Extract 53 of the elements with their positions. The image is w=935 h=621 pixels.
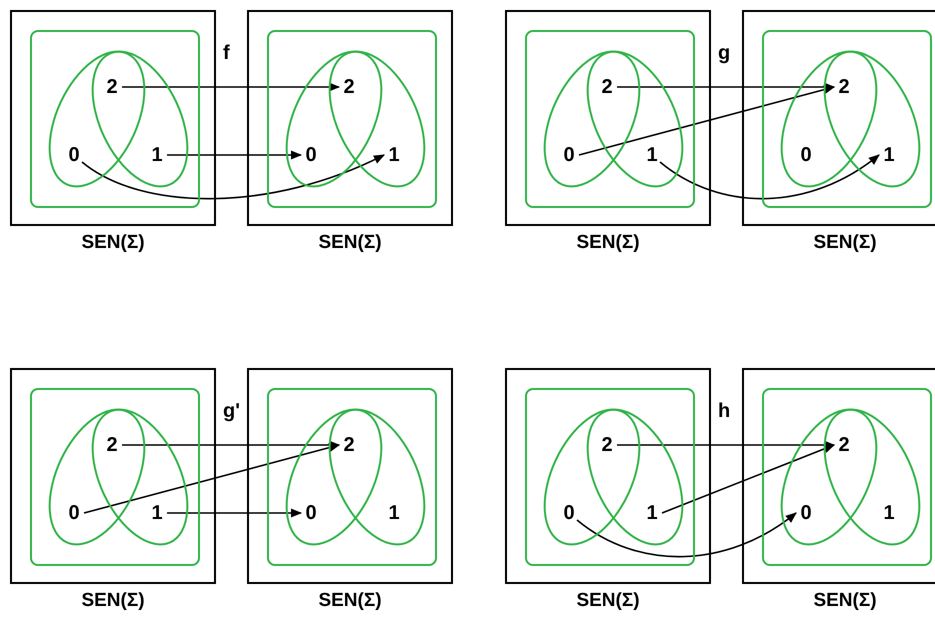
arrow [660, 154, 880, 200]
set-caption: SEN(Σ) [575, 590, 641, 612]
number-label: 2 [104, 76, 120, 98]
number-label: 2 [599, 76, 615, 98]
rounded-square [525, 30, 695, 208]
number-label: 1 [149, 144, 165, 166]
number-label: 0 [303, 144, 319, 166]
number-label: 2 [341, 434, 357, 456]
set-caption: SEN(Σ) [80, 590, 146, 612]
rounded-square [30, 30, 200, 208]
set-caption: SEN(Σ) [575, 232, 641, 254]
set-caption: SEN(Σ) [812, 232, 878, 254]
rounded-square [267, 30, 437, 208]
rounded-square [762, 30, 932, 208]
set-caption: SEN(Σ) [812, 590, 878, 612]
arrow [84, 443, 340, 514]
rounded-square [525, 388, 695, 566]
rounded-square [30, 388, 200, 566]
rounded-square [762, 388, 932, 566]
arrow [662, 444, 836, 514]
arrow [82, 154, 386, 200]
arrow [576, 512, 797, 558]
number-label: 1 [644, 144, 660, 166]
number-label: 0 [798, 144, 814, 166]
function-label: f [223, 42, 230, 64]
number-label: 2 [104, 434, 120, 456]
number-label: 0 [303, 502, 319, 524]
number-label: 0 [66, 144, 82, 166]
number-label: 1 [644, 502, 660, 524]
number-label: 0 [798, 502, 814, 524]
arrow [167, 508, 302, 518]
number-label: 1 [149, 502, 165, 524]
number-label: 0 [561, 502, 577, 524]
number-label: 0 [561, 144, 577, 166]
number-label: 2 [341, 76, 357, 98]
rounded-square [267, 388, 437, 566]
number-label: 1 [881, 502, 897, 524]
function-label: h [718, 400, 730, 422]
function-label: g [718, 42, 730, 64]
number-label: 0 [66, 502, 82, 524]
number-label: 2 [836, 434, 852, 456]
number-label: 2 [599, 434, 615, 456]
set-caption: SEN(Σ) [80, 232, 146, 254]
function-label: g' [223, 400, 240, 422]
set-caption: SEN(Σ) [317, 232, 383, 254]
number-label: 1 [881, 144, 897, 166]
arrow [122, 82, 340, 92]
number-label: 1 [386, 144, 402, 166]
arrow [578, 85, 836, 156]
arrow [167, 150, 302, 160]
number-label: 2 [836, 76, 852, 98]
set-caption: SEN(Σ) [317, 590, 383, 612]
number-label: 1 [386, 502, 402, 524]
